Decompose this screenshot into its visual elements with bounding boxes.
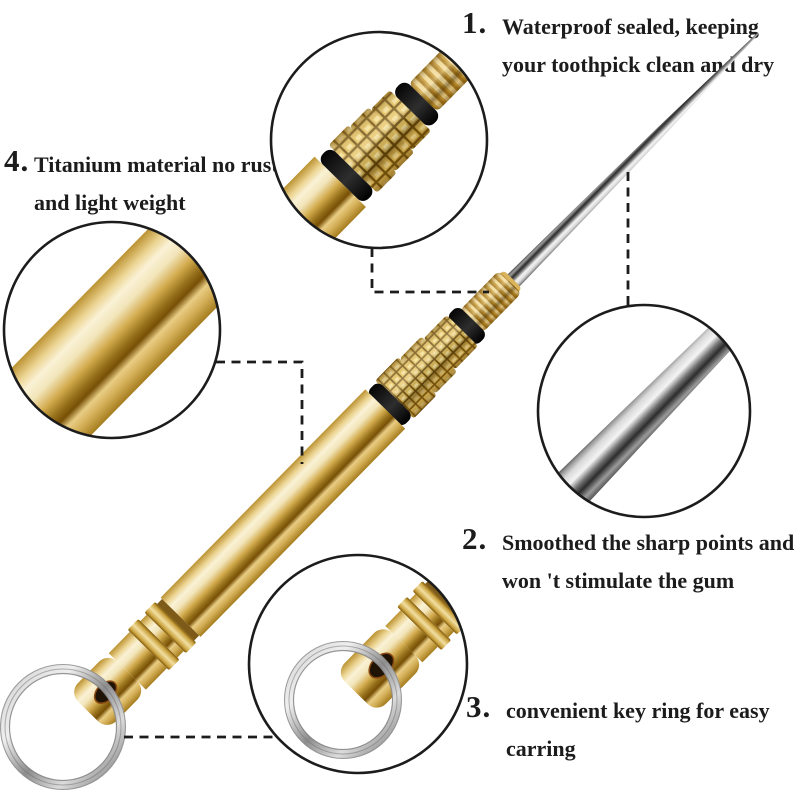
callout-circle-waterproof [269, 30, 489, 250]
callout-circle-smooth-point [536, 303, 752, 519]
annotation-keyring: 3. convenient key ring for easy carring [466, 689, 770, 768]
annotation-waterproof-number: 1. [462, 5, 488, 40]
end-grooves [128, 599, 200, 670]
end-neck [108, 631, 167, 690]
callout-circle-keyring [247, 553, 469, 775]
annotation-titanium-line2: and light weight [34, 190, 186, 215]
knurled-grip [376, 316, 477, 418]
annotation-titanium: 4. Titanium material no rust and light w… [4, 143, 279, 222]
leader-line-titanium [216, 360, 304, 464]
toothpick-holder-body [74, 271, 521, 725]
annotation-smooth-points: 2. Smoothed the sharp points and won 't … [462, 521, 795, 600]
o-ring-bottom [368, 383, 411, 426]
annotation-smooth-points-number: 2. [462, 521, 488, 556]
keyring [0, 663, 127, 791]
annotation-keyring-line1: convenient key ring for easy [506, 698, 770, 723]
annotation-waterproof-line1: Waterproof sealed, keeping [502, 14, 759, 39]
annotation-titanium-number: 4. [4, 143, 30, 178]
callout-circle-titanium [2, 220, 222, 440]
toothpick [505, 32, 759, 288]
annotation-keyring-number: 3. [466, 689, 492, 724]
annotation-smooth-points-line2: won 't stimulate the gum [502, 568, 735, 593]
annotation-smooth-points-line1: Smoothed the sharp points and [502, 530, 795, 555]
annotation-keyring-line2: carring [506, 736, 576, 761]
o-ring-top [448, 307, 485, 344]
main-tube [160, 389, 406, 637]
annotation-titanium-line1: Titanium material no rust [34, 152, 279, 177]
leader-line-waterproof [370, 248, 489, 294]
